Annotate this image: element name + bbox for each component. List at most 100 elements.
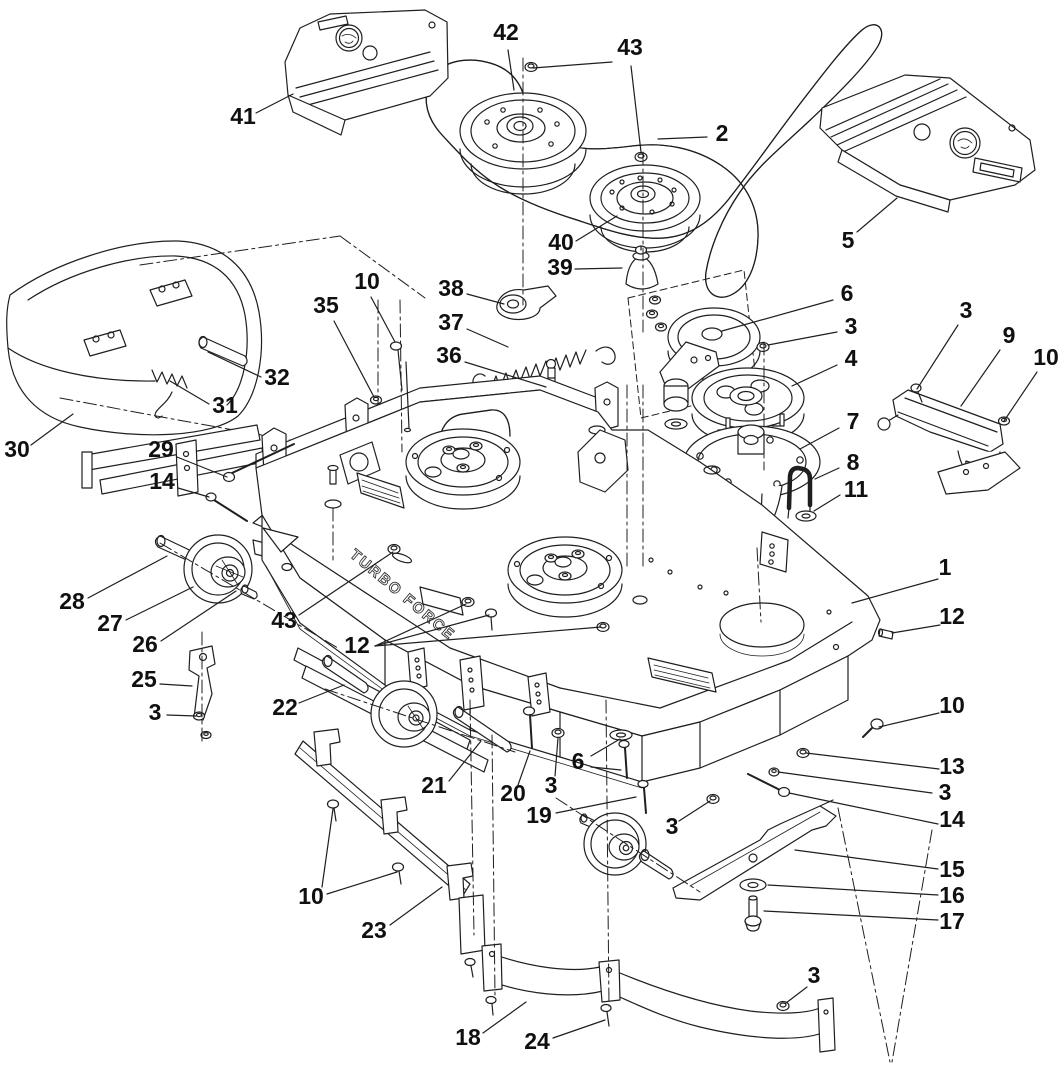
- leader-line-17: [763, 910, 939, 921]
- leader-line-41: [255, 93, 294, 114]
- callout-21-34: 21: [421, 772, 447, 798]
- callout-16-52: 16: [939, 882, 965, 908]
- leader-line-19: [555, 796, 637, 814]
- leader-line-24: [552, 1019, 606, 1039]
- leader-line-13: [805, 752, 940, 770]
- callout-3-13: 3: [845, 313, 858, 339]
- leader-line-42: [507, 49, 515, 91]
- leader-line-14: [788, 792, 939, 825]
- leader-line-10: [370, 296, 396, 343]
- callout-20-35: 20: [500, 780, 526, 806]
- leader-line-30: [30, 413, 74, 446]
- leader-line-26: [160, 590, 237, 642]
- deflector-spring: [151, 369, 188, 419]
- callout-10-39: 10: [298, 883, 324, 909]
- washer-11: [795, 510, 817, 522]
- curved-baffle-18: [481, 943, 604, 1016]
- axle-rod-21: [452, 705, 512, 753]
- callout-19-38: 19: [526, 802, 552, 828]
- leader-line-35: [333, 320, 375, 398]
- leader-line-40: [575, 215, 618, 242]
- callout-4-14: 4: [845, 345, 858, 371]
- callout-32-21: 32: [264, 364, 290, 390]
- spindle-pulley-4: [691, 341, 805, 445]
- leader-line-20: [517, 750, 531, 786]
- callout-18-41: 18: [455, 1024, 481, 1050]
- callout-17-53: 17: [939, 908, 965, 934]
- leader-line-3: [554, 737, 559, 777]
- callout-24-42: 24: [524, 1028, 550, 1054]
- deck-wheel-27: [183, 534, 253, 604]
- leader-line-39: [574, 267, 623, 270]
- callout-30-23: 30: [4, 436, 30, 462]
- leader-line-22: [298, 684, 345, 704]
- callout-3-49: 3: [939, 779, 952, 805]
- callout-35-10: 35: [313, 292, 339, 318]
- leader-line-12: [374, 614, 490, 647]
- leader-line-29: [176, 456, 228, 478]
- callout-27-27: 27: [97, 610, 123, 636]
- callout-25-31: 25: [131, 666, 157, 692]
- callout-28-26: 28: [59, 588, 85, 614]
- callout-12-30: 12: [344, 632, 370, 658]
- leader-line-1: [851, 578, 939, 604]
- leader-line-6: [721, 299, 834, 332]
- leader-line-3: [785, 986, 808, 1004]
- front-rod-22: [321, 654, 369, 694]
- callout-14-25: 14: [149, 468, 175, 494]
- blade-bolt-17: [744, 895, 762, 932]
- leader-line-14: [177, 487, 210, 498]
- belt-cover-left: [284, 9, 449, 136]
- callout-2-3: 2: [716, 120, 729, 146]
- blade-washer-16: [739, 878, 767, 892]
- leader-lines: [30, 49, 1038, 1039]
- leader-line-12: [374, 603, 467, 647]
- leader-line-8: [814, 467, 840, 480]
- mower-blade-15: [672, 799, 837, 901]
- leader-line-18: [482, 1001, 527, 1034]
- idler-bracket-38: [496, 285, 557, 321]
- leader-line-25: [159, 683, 193, 687]
- deflector-rod: [198, 335, 248, 367]
- leader-line-43: [532, 61, 613, 69]
- discharge-deflector: [6, 240, 263, 436]
- callout-15-51: 15: [939, 856, 965, 882]
- leader-line-36: [464, 361, 547, 388]
- callout-9-19: 9: [1003, 322, 1016, 348]
- leader-line-10: [878, 712, 940, 728]
- callout-3-32: 3: [149, 699, 162, 725]
- idler-pulley-small: [589, 151, 701, 253]
- leader-line-9: [960, 349, 1001, 407]
- leader-line-43: [630, 65, 642, 153]
- front-baffle-rail-23: [294, 728, 486, 978]
- bolt-14-left: [205, 492, 248, 522]
- phantom-lines-left: [59, 235, 426, 451]
- callout-37-8: 37: [438, 309, 464, 335]
- leader-line-10: [326, 871, 398, 895]
- leader-line-12: [891, 624, 941, 634]
- callout-6-12: 6: [841, 280, 854, 306]
- callout-3-43: 3: [666, 813, 679, 839]
- bottom-wheel-set: [579, 812, 674, 880]
- belt-guide-rod-8: [786, 465, 813, 519]
- callout-22-33: 22: [272, 694, 298, 720]
- callout-3-44: 3: [808, 962, 821, 988]
- callout-5-4: 5: [842, 227, 855, 253]
- callout-23-40: 23: [361, 917, 387, 943]
- callout-42-1: 42: [493, 19, 519, 45]
- callout-11-17: 11: [844, 476, 869, 502]
- leader-line-43: [298, 551, 394, 616]
- leader-line-23: [389, 886, 443, 926]
- callout-41-0: 41: [230, 103, 256, 129]
- idler-arm-assembly: [627, 269, 761, 430]
- callout-14-50: 14: [939, 806, 965, 832]
- callout-13-48: 13: [939, 753, 965, 779]
- callout-1-45: 1: [939, 554, 952, 580]
- leader-line-10: [321, 808, 334, 888]
- callout-31-22: 31: [212, 392, 238, 418]
- callout-3-36: 3: [545, 772, 558, 798]
- carriage-bolt-29: [222, 443, 295, 483]
- callout-7-15: 7: [847, 408, 860, 434]
